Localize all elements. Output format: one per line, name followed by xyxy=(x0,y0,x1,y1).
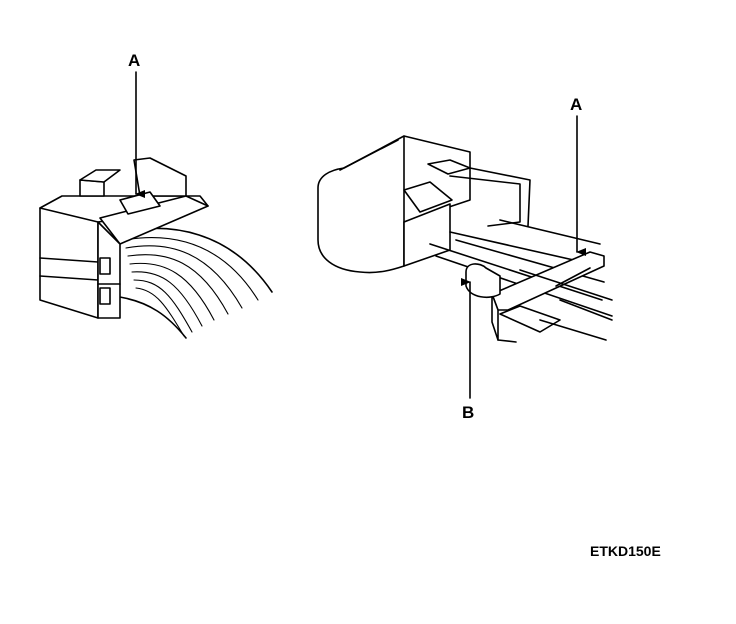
label-right-a: A xyxy=(570,95,582,114)
right-connector xyxy=(317,135,613,343)
figure-code: ETKD150E xyxy=(590,543,661,559)
callout-right-b: B xyxy=(461,278,474,422)
left-connector xyxy=(39,157,273,339)
label-left-a: A xyxy=(128,51,140,70)
label-right-b: B xyxy=(462,403,474,422)
callout-right-a: A xyxy=(570,95,586,256)
callout-left-a: A xyxy=(128,51,145,198)
left-wire-bundle xyxy=(111,227,273,339)
